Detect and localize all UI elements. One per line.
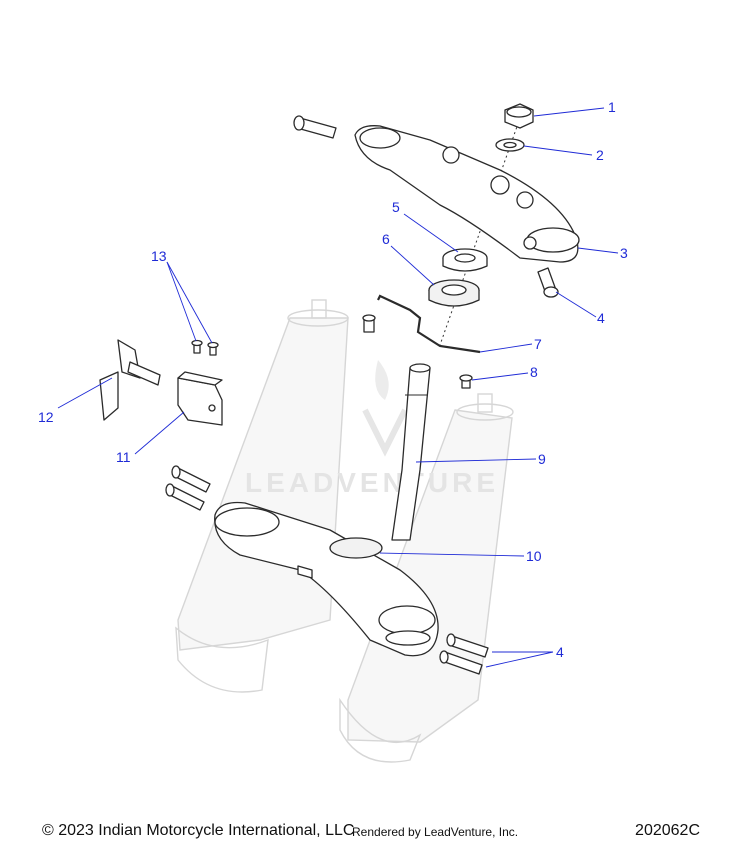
clamp-bolt-top: [293, 115, 337, 139]
ignition-housing: [177, 371, 223, 426]
screw: [459, 374, 473, 389]
wire-bracket: [377, 294, 481, 354]
callout-6: 6: [382, 231, 390, 247]
callout-9: 9: [538, 451, 546, 467]
upper-triple-clamp: [354, 125, 580, 263]
left-clamp-bolts: [165, 465, 211, 511]
callout-1: 1: [608, 99, 616, 115]
small-bolt: [362, 314, 376, 333]
callout-7: 7: [534, 336, 542, 352]
lower-clamp-bolts: [439, 633, 489, 675]
drawing-id: 202062C: [635, 822, 700, 839]
copyright-text: © 2023 Indian Motorcycle International, …: [42, 822, 355, 839]
callout-8: 8: [530, 364, 538, 380]
callout-10: 10: [526, 548, 542, 564]
callout-12: 12: [38, 409, 54, 425]
callout-4-lower: 4: [556, 644, 564, 660]
key-screws: [191, 339, 219, 356]
ignition-key: [99, 339, 161, 421]
lower-triple-clamp: [214, 501, 439, 657]
callout-2: 2: [596, 147, 604, 163]
fork-tube-right: [339, 393, 514, 763]
callout-4-upper: 4: [597, 310, 605, 326]
nut: [504, 103, 534, 129]
clamp-bolt-right: [537, 267, 559, 298]
callout-13: 13: [151, 248, 167, 264]
leader-lines: [57, 107, 619, 668]
callout-5: 5: [392, 199, 400, 215]
callout-3: 3: [620, 245, 628, 261]
steering-stem: [391, 363, 431, 541]
watermark-logo: [362, 360, 408, 457]
adjuster-nut: [442, 248, 488, 272]
assembly-axis: [439, 117, 521, 346]
bearing: [428, 279, 480, 307]
washer: [495, 138, 525, 152]
watermark-text: LEADVENTURE: [245, 467, 499, 498]
callout-11: 11: [116, 449, 131, 465]
rendered-by-text: Rendered by LeadVenture, Inc.: [352, 825, 519, 839]
